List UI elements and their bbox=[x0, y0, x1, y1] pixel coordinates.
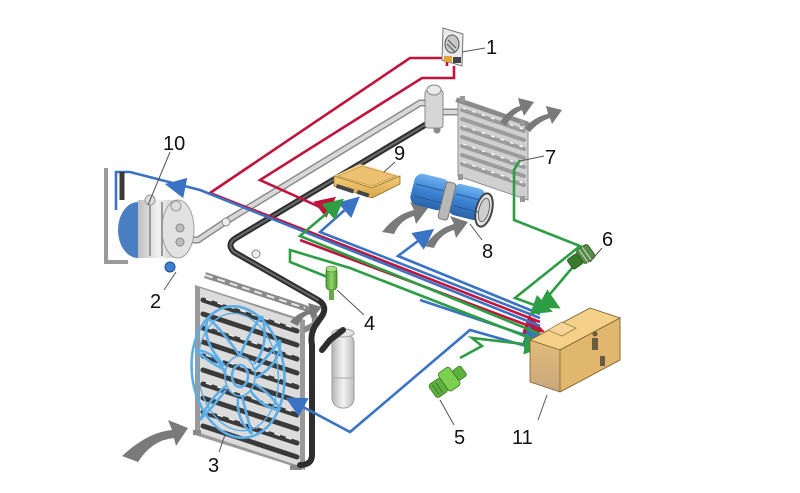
label-9: 9 bbox=[394, 143, 405, 165]
label-11: 11 bbox=[512, 427, 533, 449]
wire-green-ecu bbox=[297, 198, 541, 336]
wire-green-group bbox=[288, 159, 583, 360]
wire-blue-compressor bbox=[114, 170, 541, 328]
wire-green-evaporator bbox=[512, 159, 583, 315]
label-7: 7 bbox=[545, 147, 556, 169]
label-2: 2 bbox=[150, 291, 161, 313]
airflow-arrow-condenser-bottom bbox=[122, 420, 188, 462]
expansion-valve bbox=[424, 84, 444, 129]
airflow-arrow-blower-2 bbox=[424, 216, 468, 248]
wire-blue-fan bbox=[285, 328, 541, 434]
label-10: 10 bbox=[163, 133, 185, 155]
label-8: 8 bbox=[482, 241, 493, 263]
receiver-dryer bbox=[331, 328, 355, 409]
airflow-arrow-condenser-top bbox=[290, 303, 322, 326]
wire-green-dryer-switch bbox=[288, 248, 541, 344]
airflow-arrow-evaporator-1 bbox=[500, 98, 534, 126]
service-port-low bbox=[221, 217, 231, 227]
ac-control-unit bbox=[528, 307, 622, 393]
engine-control-unit bbox=[333, 164, 401, 199]
airflow-arrows bbox=[122, 98, 562, 462]
compressor bbox=[104, 168, 195, 264]
control-panel bbox=[441, 27, 464, 67]
label-4: 4 bbox=[364, 313, 375, 335]
wire-blue-blower bbox=[395, 228, 541, 316]
evaporator bbox=[455, 96, 531, 202]
service-port-high bbox=[251, 249, 261, 259]
refrigerant-pipe-high bbox=[227, 119, 433, 468]
airflow-arrow-blower-1 bbox=[382, 202, 428, 234]
condenser bbox=[193, 272, 318, 470]
condenser-fan bbox=[190, 305, 286, 439]
airflow-arrow-evaporator-2 bbox=[524, 106, 562, 132]
label-6: 6 bbox=[602, 229, 613, 251]
temperature-sensor bbox=[567, 244, 596, 270]
label-5: 5 bbox=[454, 427, 465, 449]
wire-blue-arrow-compressor bbox=[164, 177, 188, 199]
wire-green-temp-sensor bbox=[537, 267, 573, 309]
label-3: 3 bbox=[208, 455, 219, 477]
pressure-sensor bbox=[428, 365, 467, 398]
compressor-sensor bbox=[164, 261, 176, 273]
blower-fan bbox=[410, 173, 494, 228]
dryer-pressure-switch bbox=[325, 265, 338, 300]
component-labels: 1 2 3 4 5 6 7 8 9 10 11 bbox=[150, 37, 613, 477]
label-1: 1 bbox=[486, 37, 497, 59]
wire-green-pressure-sensor bbox=[459, 333, 546, 360]
wire-blue-ecu bbox=[317, 196, 541, 320]
leader-lines bbox=[147, 47, 603, 453]
